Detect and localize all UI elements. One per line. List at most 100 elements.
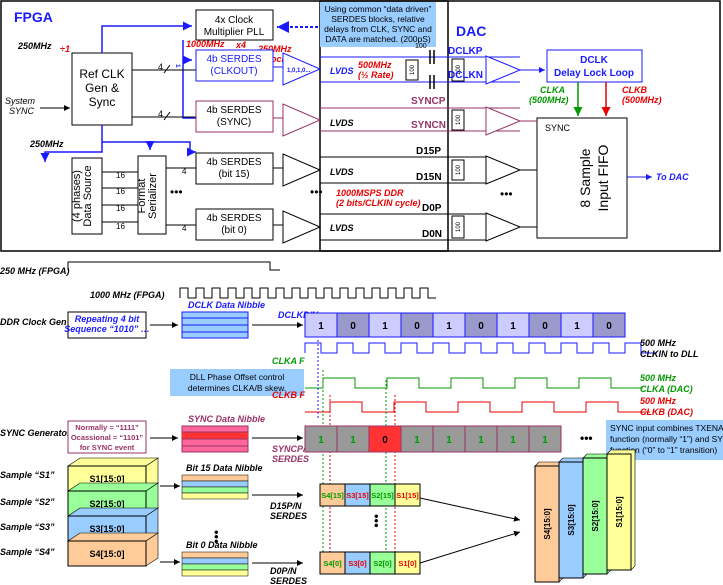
refclk-250mhz: 250MHz: [17, 41, 52, 51]
dac-title: DAC: [456, 23, 486, 39]
bus4-a: 4: [182, 167, 187, 176]
dclk-cell: [592, 312, 626, 338]
term-d15: 100: [456, 164, 462, 175]
ddr-rate: 1000MSPS DDR: [336, 188, 404, 198]
dclk-cell-bit: 0: [414, 321, 420, 332]
bus16-c: 16: [116, 204, 125, 213]
clkb-wave: [305, 401, 650, 413]
fifo-block: [536, 117, 628, 239]
dclk-cell-bit: 0: [542, 321, 548, 332]
sync-cell: [496, 425, 530, 453]
sync-cell: [304, 425, 338, 453]
clkb-dac-label: CLKB (DAC): [640, 407, 693, 417]
pll-block: [195, 9, 274, 41]
serdes-1000mhz: 1000MHz: [186, 39, 225, 49]
rx-dclk: [485, 55, 522, 85]
fifo-label-2: Input FIFO: [595, 144, 611, 211]
sync-cell-bit: 1: [350, 435, 356, 446]
d15-serdes-1: D15P/N: [270, 501, 302, 511]
data-source-block: [71, 157, 103, 235]
clk-bits: 1: [174, 64, 181, 68]
note-line-2: SERDES blocks, relative: [331, 14, 425, 24]
term-clk: 100: [456, 64, 462, 75]
term-sync: 100: [456, 114, 462, 125]
lvds-clk: LVDS: [330, 66, 354, 76]
serdes-clkout-label-1: 4b SERDES: [206, 54, 261, 65]
repeat-line-2: Sequence “1010” …: [64, 324, 150, 334]
rx-d0: [485, 212, 522, 242]
dclk-nibble-label: DCLK Data Nibble: [188, 300, 265, 310]
dclk-cell-bit: 1: [446, 321, 452, 332]
serializer-label-2: Format: [136, 179, 148, 214]
sample-s1-label: Sample “S1”: [0, 470, 55, 480]
clkin-wave: [304, 342, 657, 354]
bus16-a: 16: [116, 171, 125, 180]
dll-note-1: DLL Phase Offset control: [190, 372, 285, 382]
repeat-line-1: Repeating 4 bit: [75, 314, 141, 324]
clkin-label: CLKIN to DLL: [640, 349, 699, 359]
sample-s3-label: Sample “S3”: [0, 522, 55, 532]
sync-cell-bit: 0: [382, 435, 388, 446]
dll-block: [546, 49, 643, 83]
pll-label-2: Multiplier PLL: [204, 27, 265, 38]
pin-d15p: D15P: [416, 146, 441, 157]
dll-note: [170, 369, 304, 396]
note-line-3: delays from CLK, SYNC and: [324, 24, 432, 34]
bit0-nibble: [181, 551, 249, 577]
ddr-rate-2: (2 bits/CLKIN cycle): [336, 198, 421, 208]
clka-dac-freq: 500 MHz: [640, 373, 677, 383]
serdes-clkout-block: [195, 49, 274, 82]
bus16-b: 16: [116, 187, 125, 196]
d0-serdes-2: SERDES: [270, 576, 307, 585]
fifo-sync-port: SYNC: [545, 123, 571, 133]
repeat-box: [67, 311, 147, 339]
data-source-label-2: (4 phases): [71, 170, 83, 222]
fifo-column-label: S1[15:0]: [615, 496, 624, 527]
clkb-dac-freq: 500 MHz: [640, 396, 677, 406]
clk-seq: 1,0,1,0...: [287, 68, 311, 74]
t-250mhz-wave: [67, 261, 280, 271]
sync-cell-bit: 1: [318, 435, 324, 446]
clkb-f: CLKB F: [272, 390, 305, 400]
sample-word-label: S2[15:0]: [89, 499, 124, 509]
dclk-cell: [528, 312, 562, 338]
sync-cell: [336, 425, 370, 453]
sync-normal-1: Normally = “1111”: [75, 423, 139, 432]
rx-sync: [485, 106, 522, 136]
clka-f: CLKA F: [272, 356, 305, 366]
d0-serdes-1: D0P/N: [270, 566, 297, 576]
receiver-dots: •••: [500, 187, 513, 201]
dclk-cell-bit: 1: [318, 321, 324, 332]
lvds-driver-sync: [282, 103, 322, 137]
cells-dots: •••: [369, 514, 384, 528]
bit-cell-label: S2[15]: [371, 491, 394, 500]
serdes-sync-label-1: 4b SERDES: [206, 105, 261, 116]
sync-normal-2: Ocassional = “1101”: [71, 433, 144, 442]
dll-label-2: Delay Lock Loop: [554, 68, 634, 79]
pin-syncn: SYNCN: [411, 120, 446, 131]
system-sync-label: System: [5, 96, 36, 106]
term-clk-fpga: 100: [410, 64, 416, 75]
dclk-cell-bit: 1: [382, 321, 388, 332]
serdes-sync-label-2: (SYNC): [217, 117, 251, 128]
serdes-clkout-label-2: (CLKOUT): [210, 66, 257, 77]
serializer-dots: •••: [170, 185, 183, 199]
t-1000mhz-label: 1000 MHz (FPGA): [90, 290, 165, 300]
refclk-block: [71, 52, 133, 126]
t-1000mhz-wave: [179, 287, 436, 299]
pll-clock-freq: 250MHz: [257, 44, 292, 54]
bit0-nibble-label: Bit 0 Data Nibble: [186, 540, 258, 550]
serdes-bit15-label-2: (bit 15): [218, 169, 249, 180]
pin-d15n: D15N: [416, 172, 442, 183]
divide-by-1: ÷1: [60, 44, 70, 54]
dclk-cell-bit: 1: [574, 321, 580, 332]
serializer-label-1: Serializer: [147, 173, 159, 219]
bit-cell-label: S1[15]: [396, 491, 419, 500]
clkin-freq: 500 MHz: [640, 338, 677, 348]
dll-note-2: determines CLKA/B skew.: [188, 383, 286, 393]
sync-cell: [528, 425, 562, 453]
bit15-nibble-label: Bit 15 Data Nibble: [186, 463, 263, 473]
lvds-sync: LVDS: [330, 118, 354, 128]
clk-bus-width: 4: [158, 62, 163, 72]
sync-normal-box: [67, 420, 147, 454]
